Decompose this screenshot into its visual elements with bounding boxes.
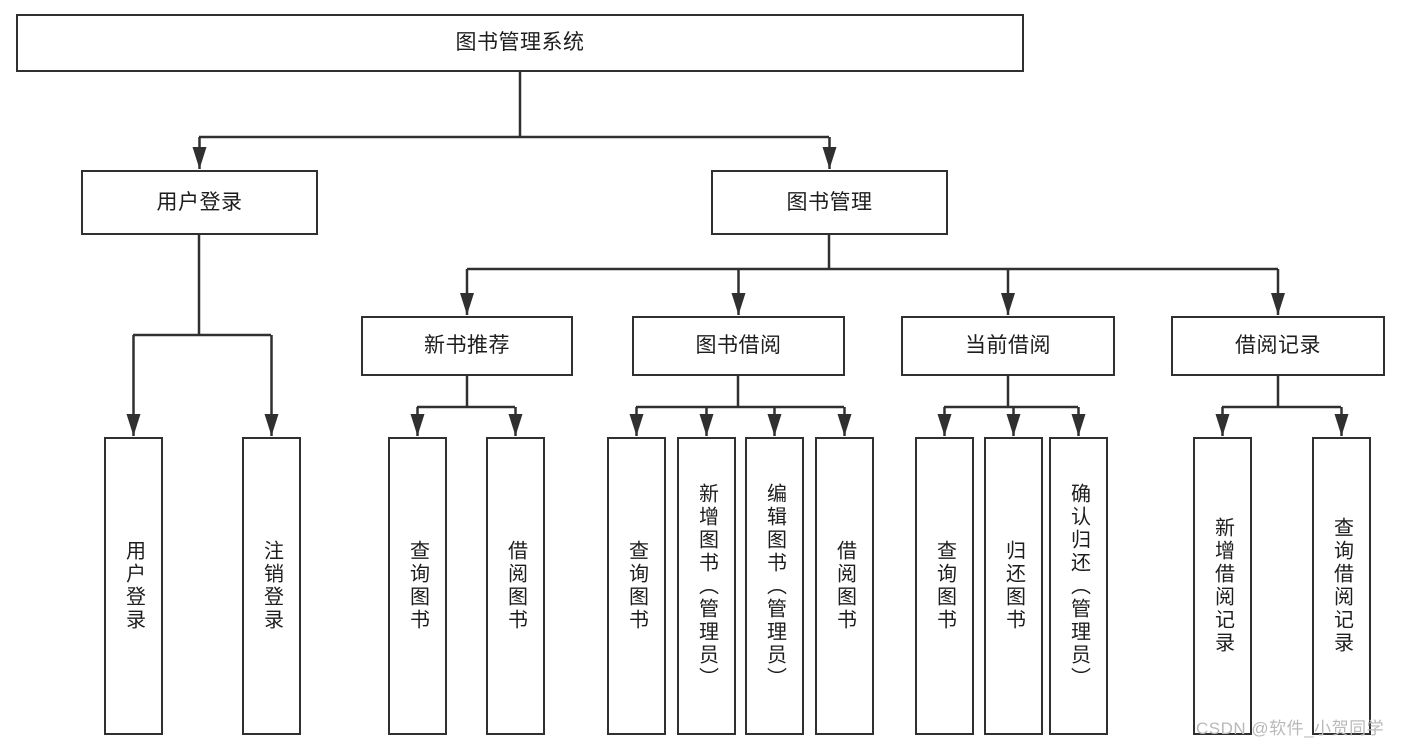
leaf-logout-label: 注销登录 — [260, 540, 283, 632]
leaf-edit-book[interactable]: 编辑图书（管理员） — [745, 437, 804, 735]
leaf-logout[interactable]: 注销登录 — [242, 437, 301, 735]
leaf-query-book-recommend[interactable]: 查询图书 — [388, 437, 447, 735]
leaf-return-book-label: 归还图书 — [1002, 540, 1025, 632]
node-new-book-recommend-label: 新书推荐 — [424, 334, 510, 358]
node-book-manage-label: 图书管理 — [786, 190, 873, 214]
leaf-query-book-borrow-label: 查询图书 — [625, 540, 648, 632]
node-new-book-recommend[interactable]: 新书推荐 — [361, 316, 573, 376]
node-current-borrow-label: 当前借阅 — [965, 334, 1051, 358]
leaf-add-book-label: 新增图书（管理员） — [695, 482, 718, 690]
leaf-borrow-book-recommend-label: 借阅图书 — [504, 540, 527, 632]
node-borrow-record[interactable]: 借阅记录 — [1171, 316, 1385, 376]
node-user-login-label: 用户登录 — [156, 190, 243, 214]
leaf-query-borrow-record-label: 查询借阅记录 — [1330, 517, 1353, 655]
node-root-label: 图书管理系统 — [455, 31, 585, 55]
leaf-edit-book-label: 编辑图书（管理员） — [763, 482, 786, 690]
node-current-borrow[interactable]: 当前借阅 — [901, 316, 1115, 376]
node-book-borrow[interactable]: 图书借阅 — [632, 316, 845, 376]
leaf-add-borrow-record[interactable]: 新增借阅记录 — [1193, 437, 1252, 735]
node-book-manage[interactable]: 图书管理 — [711, 170, 948, 235]
leaf-query-book-borrow[interactable]: 查询图书 — [607, 437, 666, 735]
leaf-borrow-book[interactable]: 借阅图书 — [815, 437, 874, 735]
leaf-query-book-recommend-label: 查询图书 — [406, 540, 429, 632]
leaf-user-login[interactable]: 用户登录 — [104, 437, 163, 735]
leaf-confirm-return-label: 确认归还（管理员） — [1067, 482, 1090, 690]
leaf-add-book[interactable]: 新增图书（管理员） — [677, 437, 736, 735]
leaf-return-book[interactable]: 归还图书 — [984, 437, 1043, 735]
leaf-borrow-book-label: 借阅图书 — [833, 540, 856, 632]
node-borrow-record-label: 借阅记录 — [1235, 334, 1321, 358]
leaf-add-borrow-record-label: 新增借阅记录 — [1211, 517, 1234, 655]
leaf-confirm-return[interactable]: 确认归还（管理员） — [1049, 437, 1108, 735]
node-book-borrow-label: 图书借阅 — [695, 334, 782, 358]
leaf-user-login-label: 用户登录 — [122, 540, 145, 632]
leaf-query-borrow-record[interactable]: 查询借阅记录 — [1312, 437, 1371, 735]
node-root[interactable]: 图书管理系统 — [16, 14, 1024, 72]
leaf-borrow-book-recommend[interactable]: 借阅图书 — [486, 437, 545, 735]
node-user-login[interactable]: 用户登录 — [81, 170, 318, 235]
leaf-query-book-current-label: 查询图书 — [933, 540, 956, 632]
csdn-watermark: CSDN @软件_小贺同学 — [1196, 719, 1385, 738]
leaf-query-book-current[interactable]: 查询图书 — [915, 437, 974, 735]
